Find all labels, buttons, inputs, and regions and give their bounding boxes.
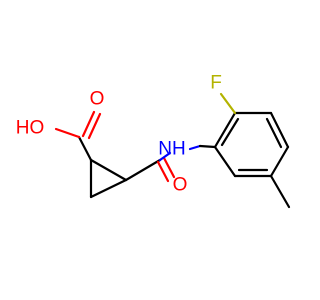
amide-carbonyl-oxygen-label: O (173, 175, 188, 196)
bond-amide-carbonyl-1 (156, 160, 170, 183)
amide-nh-label: NH (158, 139, 185, 160)
bond-acid-carbonyl-1 (81, 110, 96, 138)
bond-ring-c2-c3 (89, 178, 128, 199)
fluorine-label: F (210, 73, 222, 94)
bond-aromatic-inner-2 (265, 117, 283, 149)
bond-n-aryl-ext (198, 144, 217, 149)
bond-amide-n (158, 151, 172, 162)
bond-ring-c1-c2 (89, 158, 128, 182)
bond-aryl-methyl (269, 174, 291, 209)
bond-aryl-fluorine (219, 92, 237, 115)
bond-ring-ar4-ar5 (269, 145, 290, 178)
acid-carbonyl-oxygen-label: O (90, 89, 105, 110)
bond-ring-ar1-ar2 (213, 111, 237, 149)
molecule-diagram: HO O NH O F (16, 73, 291, 209)
bond-c2-amide-carbon (124, 158, 162, 182)
bond-acid-hydroxyl (54, 127, 81, 139)
hydroxyl-label: HO (16, 118, 45, 139)
bond-ring-ar3-ar4 (269, 111, 290, 149)
bond-c1-acid-carbon (77, 135, 93, 162)
bond-aromatic-inner-1 (220, 117, 240, 147)
bond-acid-carbonyl-2 (87, 112, 102, 140)
bond-n-aryl (188, 144, 202, 151)
bond-ring-ar6-ar1 (213, 145, 237, 178)
structure-canvas: HO O NH O F (15, 72, 291, 209)
bond-amide-carbonyl-2 (162, 156, 176, 179)
